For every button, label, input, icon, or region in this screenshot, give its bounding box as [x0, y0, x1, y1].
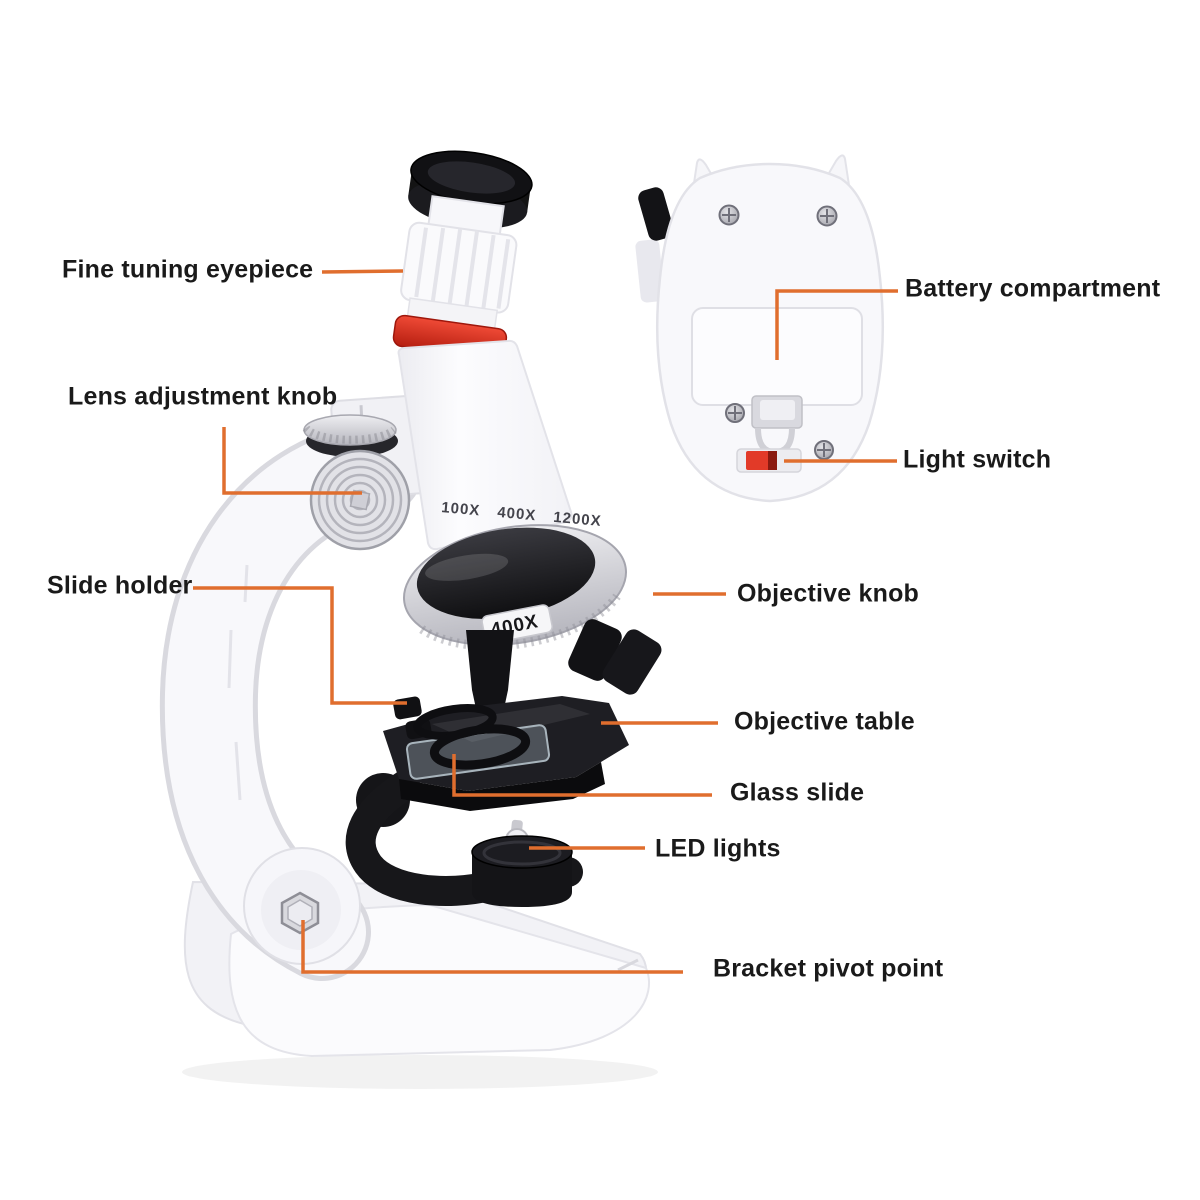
eyepiece — [392, 150, 533, 361]
turret-top — [416, 527, 596, 619]
leader-lens-adjustment-knob — [222, 427, 362, 495]
turret-knurl-ticks — [419, 593, 621, 651]
led-lamp — [471, 819, 573, 907]
screw — [816, 205, 838, 227]
stage-top — [383, 696, 629, 791]
label-objective-knob: Objective knob — [737, 579, 920, 608]
lens-adjustment-knob — [309, 449, 411, 551]
back-black-knob — [638, 187, 674, 241]
turret-gloss — [425, 553, 509, 581]
label-light-switch: Light switch — [903, 445, 1052, 474]
door-latch — [751, 395, 803, 456]
leader-fine-tuning-eyepiece — [321, 269, 404, 274]
stage-front — [399, 762, 605, 811]
label-objective-table: Objective table — [734, 707, 915, 736]
back-clamp-tab — [635, 239, 665, 303]
screw — [725, 403, 745, 423]
head-body — [397, 339, 573, 551]
objective-turret: 400X — [403, 524, 627, 651]
leader-bracket-pivot-point — [301, 920, 683, 974]
leader-slide-holder — [193, 586, 407, 705]
label-fine-tuning-eyepiece: Fine tuning eyepiece — [62, 255, 314, 284]
label-led-lights: LED lights — [655, 834, 781, 863]
label-glass-slide: Glass slide — [730, 778, 865, 807]
microscope-front-view: 100X 400X 1200X 400X — [159, 150, 662, 1058]
label-slide-holder: Slide holder — [47, 571, 193, 600]
lower-bracket — [345, 770, 583, 906]
eyepiece-lens — [427, 161, 516, 194]
focus-gear-knurl-ticks — [302, 425, 397, 444]
objective-right-2 — [602, 629, 662, 695]
objectives — [466, 619, 662, 718]
microscope-head: 100X 400X 1200X — [397, 339, 602, 551]
screws — [718, 204, 838, 460]
bracket-pivot — [243, 847, 361, 965]
label-battery-compartment: Battery compartment — [905, 274, 1161, 303]
objective-center — [466, 630, 514, 718]
light-switch — [736, 448, 802, 473]
led-housing-ring — [482, 840, 562, 866]
slide-holder-clip — [393, 696, 531, 770]
arm-panel-seams — [227, 564, 249, 801]
screw — [814, 440, 834, 460]
screw — [718, 204, 740, 226]
pivot-hex-bolt-inner — [287, 899, 313, 927]
microscope-back-view — [635, 154, 885, 503]
turret-magnification-plaque: 400X — [481, 604, 553, 645]
leader-battery-compartment — [775, 289, 898, 360]
leader-lines — [193, 269, 898, 974]
light-switch-slider-edge — [768, 451, 777, 470]
eyepiece-grip-ribs — [414, 227, 511, 309]
label-lens-adjustment-knob: Lens adjustment knob — [68, 382, 338, 411]
label-bracket-pivot-point: Bracket pivot point — [713, 954, 944, 983]
base-shadow — [182, 1055, 658, 1089]
leader-glass-slide — [452, 754, 712, 797]
objective-table — [383, 696, 629, 811]
base-step-notch — [617, 958, 639, 972]
